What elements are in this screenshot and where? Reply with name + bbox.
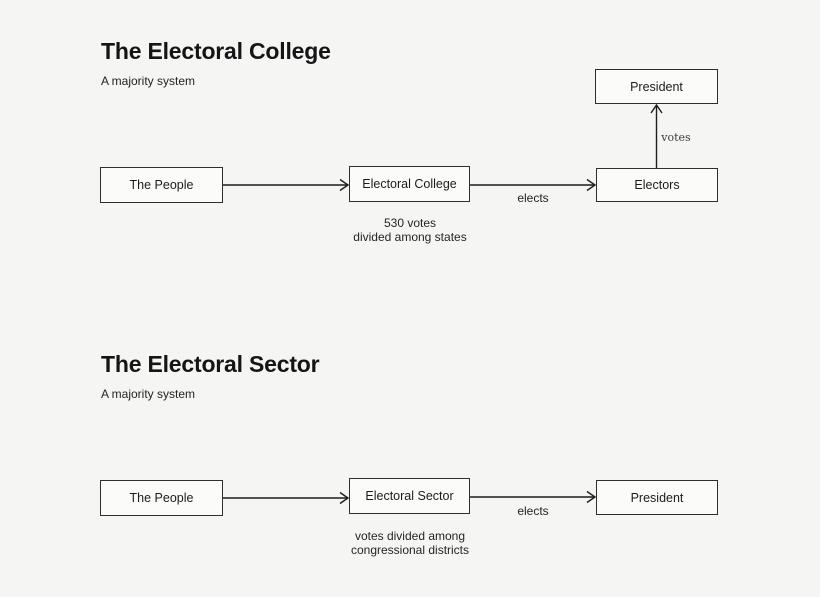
caption-line-2: divided among states (353, 230, 467, 244)
caption-line-2: congressional districts (350, 543, 470, 557)
arrowhead-right-icon (586, 490, 597, 504)
node-electoral-sector: Electoral Sector (349, 478, 470, 514)
arrow-people-to-sector (223, 491, 350, 505)
caption-electoral-sector: votes divided among congressional distri… (290, 529, 530, 557)
node-president-2: President (596, 480, 718, 515)
node-label: President (630, 79, 683, 94)
edge-label-elects-1: elects (517, 191, 549, 205)
arrowhead-up-icon (650, 103, 663, 114)
node-electors: Electors (596, 168, 718, 202)
diagram1-title: The Electoral College (101, 38, 331, 64)
arrow-people-to-college (223, 178, 350, 192)
node-label: Electoral College (362, 177, 457, 191)
node-the-people-2: The People (100, 480, 223, 516)
arrowhead-right-icon (339, 178, 350, 192)
node-electoral-college: Electoral College (349, 166, 470, 202)
node-the-people-1: The People (100, 167, 223, 203)
caption-electoral-college: 530 votes divided among states (290, 216, 530, 244)
arrow-college-to-electors (470, 178, 597, 192)
arrow-sector-to-president (470, 490, 597, 504)
node-label: Electors (634, 178, 680, 192)
diagram2-subtitle: A majority system (101, 387, 196, 401)
edge-label-elects-2: elects (517, 504, 549, 518)
node-label: The People (129, 491, 194, 505)
edge-label-votes: votes (661, 131, 691, 144)
node-label: The People (129, 178, 194, 192)
node-label: Electoral Sector (365, 489, 454, 503)
node-label: President (630, 490, 684, 505)
caption-line-1: 530 votes (383, 216, 437, 230)
node-president-1: President (595, 69, 718, 104)
arrowhead-right-icon (586, 178, 597, 192)
caption-line-1: votes divided among (354, 529, 466, 543)
diagram1-subtitle: A majority system (101, 74, 196, 88)
arrowhead-right-icon (339, 491, 350, 505)
diagram2-title: The Electoral Sector (101, 351, 320, 377)
